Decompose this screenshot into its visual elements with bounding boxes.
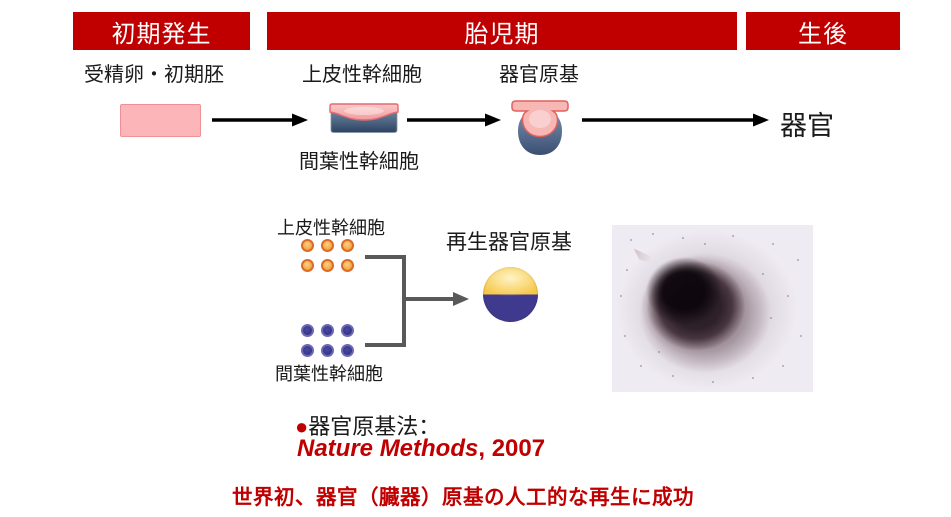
organ-germ-label: 器官原基 (499, 64, 579, 86)
epithelial-cell-dot (301, 239, 314, 252)
stage-bar-fetal-period: 胎児期 (267, 12, 737, 50)
epithelial-cell-dot (341, 239, 354, 252)
journal-name: Nature Methods (297, 435, 479, 462)
mesenchymal-stem-cell-label: 間葉性幹細胞 (275, 364, 383, 384)
mesenchymal-cell-dot (341, 324, 354, 337)
organ-germ-icon (511, 100, 569, 155)
achievement-tagline: 世界初、器官（臓器）原基の人工的な再生に成功 (232, 486, 694, 509)
stem-cell-layers-icon (329, 103, 399, 133)
combine-bracket-arrow-icon (365, 255, 469, 347)
mesenchymal-stem-cell-label: 間葉性幹細胞 (299, 151, 419, 173)
epithelial-cells-dots (301, 239, 354, 272)
epithelial-cell-dot (301, 259, 314, 272)
mesenchymal-cell-dot (341, 344, 354, 357)
fertilized-egg-icon (120, 104, 201, 137)
regenerated-organ-germ-label: 再生器官原基 (446, 231, 572, 254)
mesenchymal-cell-dot (321, 324, 334, 337)
stage-bar-early-development: 初期発生 (73, 12, 250, 50)
stage-bar-label: 生後 (798, 20, 848, 48)
journal-year: , 2007 (478, 435, 546, 462)
mesenchymal-cells-dots (301, 324, 354, 357)
stage-bar-label: 初期発生 (111, 20, 212, 48)
mesenchymal-cell-dot (321, 344, 334, 357)
method-caption: ●器官原基法： (295, 409, 440, 441)
epithelial-cell-dot (341, 259, 354, 272)
flow-arrow-icon (407, 113, 501, 127)
epithelial-stem-cell-label: 上皮性幹細胞 (302, 64, 422, 86)
organ-label: 器官 (780, 111, 834, 141)
epithelial-cell-dot (321, 239, 334, 252)
epithelial-stem-cell-label: 上皮性幹細胞 (277, 218, 385, 238)
organ-germ-micrograph-image (612, 225, 813, 392)
regenerated-organ-germ-icon (483, 267, 538, 322)
stage-bar-label: 胎児期 (464, 20, 540, 48)
bullet-icon: ● (295, 414, 309, 439)
mesenchymal-cell-dot (301, 344, 314, 357)
fertilized-egg-label: 受精卵・初期胚 (84, 64, 224, 86)
epithelial-cell-dot (321, 259, 334, 272)
method-label: 器官原基法： (308, 414, 441, 439)
citation: Nature Methods, 2007 (297, 435, 545, 463)
flow-arrow-icon (582, 113, 769, 127)
mesenchymal-cell-dot (301, 324, 314, 337)
flow-arrow-icon (212, 113, 308, 127)
stage-bar-postnatal: 生後 (746, 12, 900, 50)
